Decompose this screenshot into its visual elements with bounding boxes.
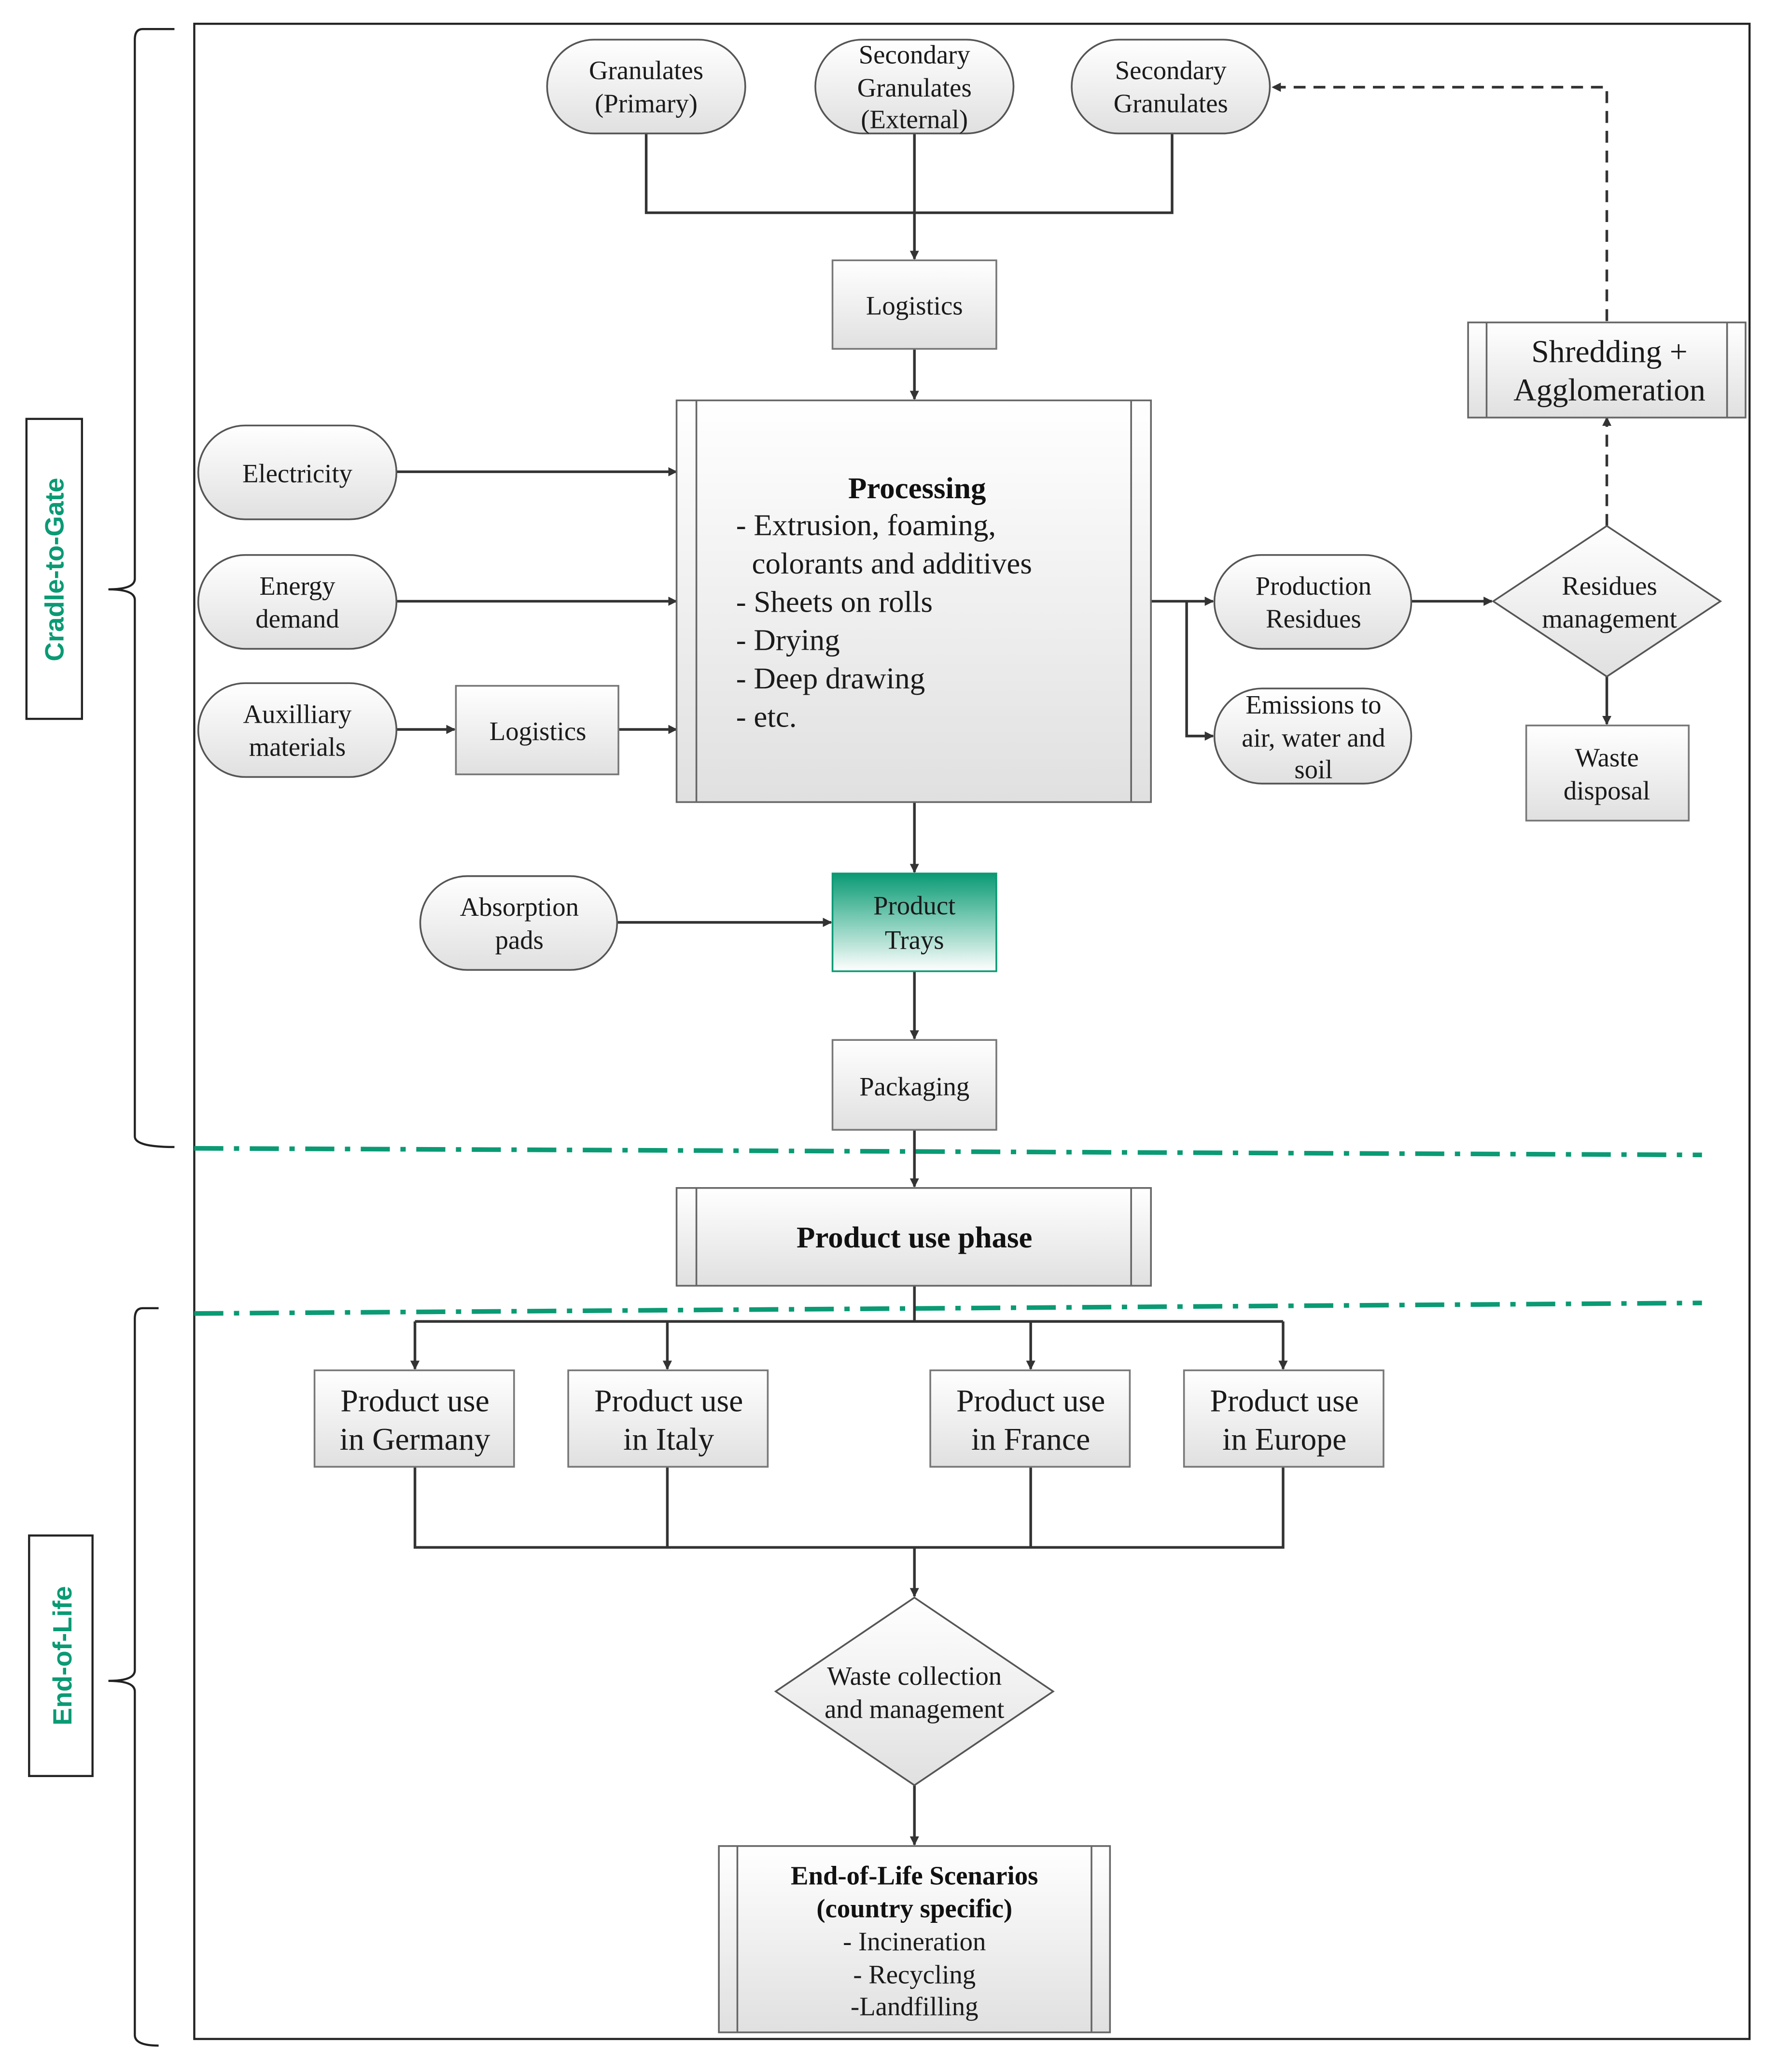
svg-text:- Drying: - Drying <box>736 623 840 657</box>
svg-text:Product use: Product use <box>1210 1383 1359 1418</box>
cradle-to-gate-label: Cradle-to-Gate <box>25 418 83 720</box>
svg-text:- Deep drawing: - Deep drawing <box>736 661 925 695</box>
electricity-node: Electricity <box>197 424 398 520</box>
diagram-frame <box>193 23 1751 2040</box>
svg-text:Absorption: Absorption <box>460 892 579 922</box>
svg-text:Energy: Energy <box>259 571 336 601</box>
svg-text:Waste: Waste <box>1575 743 1638 772</box>
svg-text:Product use: Product use <box>340 1383 489 1418</box>
svg-text:Shredding +: Shredding + <box>1531 334 1688 369</box>
processing-box: Processing - Extrusion, foaming, coloran… <box>675 399 1152 803</box>
svg-text:Trays: Trays <box>885 925 944 954</box>
svg-text:Secondary: Secondary <box>859 40 971 69</box>
svg-text:soil: soil <box>1294 755 1332 784</box>
svg-text:materials: materials <box>249 732 346 762</box>
granulates-primary-node: Granulates (Primary) <box>546 39 746 135</box>
svg-text:pads: pads <box>495 925 544 954</box>
product-use-phase-box: Product use phase <box>675 1187 1152 1287</box>
product-use-europe-box: Product use in Europe <box>1183 1369 1384 1468</box>
logistics-aux-box: Logistics <box>455 685 619 775</box>
emissions-node: Emissions to air, water and soil <box>1213 687 1412 784</box>
svg-text:in Italy: in Italy <box>623 1422 714 1457</box>
end-of-life-scenarios-box: End-of-Life Scenarios (country specific)… <box>718 1845 1111 2033</box>
product-trays-box: Product Trays <box>831 872 997 972</box>
product-use-germany-box: Product use in Germany <box>313 1369 515 1468</box>
svg-text:Granulates: Granulates <box>1114 89 1228 118</box>
svg-text:Product use: Product use <box>594 1383 743 1418</box>
svg-text:- Extrusion, foaming,: - Extrusion, foaming, <box>736 508 996 542</box>
svg-text:Residues: Residues <box>1562 571 1657 601</box>
svg-text:- etc.: - etc. <box>736 700 797 733</box>
production-residues-node: Production Residues <box>1213 554 1412 650</box>
svg-text:-Landfilling: -Landfilling <box>851 1991 978 2021</box>
svg-text:Secondary: Secondary <box>1115 56 1227 85</box>
cradle-gate-separator <box>194 1146 1702 1158</box>
svg-text:Processing: Processing <box>848 471 986 505</box>
energy-demand-node: Energy demand <box>197 554 398 650</box>
packaging-box: Packaging <box>831 1039 997 1131</box>
svg-text:Granulates: Granulates <box>857 73 972 102</box>
svg-text:Agglomeration: Agglomeration <box>1513 372 1706 407</box>
svg-text:Emissions to: Emissions to <box>1245 690 1381 719</box>
svg-text:demand: demand <box>255 604 339 633</box>
svg-text:Auxilliary: Auxilliary <box>243 699 352 728</box>
svg-text:in Europe: in Europe <box>1222 1422 1346 1457</box>
secondary-granulates-external-node: Secondary Granulates (External) <box>814 39 1015 135</box>
svg-text:Logistics: Logistics <box>866 291 963 320</box>
product-use-france-box: Product use in France <box>929 1369 1131 1468</box>
svg-text:Waste collection: Waste collection <box>827 1661 1002 1691</box>
svg-text:Packaging: Packaging <box>859 1072 969 1101</box>
svg-text:- Sheets on rolls: - Sheets on rolls <box>736 585 933 618</box>
svg-text:air, water and: air, water and <box>1242 723 1385 753</box>
svg-text:colorants and additives: colorants and additives <box>752 546 1032 580</box>
svg-text:- Recycling: - Recycling <box>853 1960 976 1989</box>
svg-text:Product use: Product use <box>956 1383 1105 1418</box>
svg-text:in France: in France <box>971 1422 1090 1457</box>
residues-management-decision: Residues management <box>1491 525 1722 678</box>
svg-text:Logistics: Logistics <box>489 716 587 746</box>
auxilliary-materials-node: Auxilliary materials <box>197 682 398 778</box>
svg-text:(Primary): (Primary) <box>595 89 698 118</box>
svg-text:disposal: disposal <box>1564 776 1650 805</box>
end-of-life-label: End-of-Life <box>28 1534 94 1778</box>
svg-text:End-of-Life Scenarios: End-of-Life Scenarios <box>791 1861 1038 1890</box>
secondary-granulates-node: Secondary Granulates <box>1071 39 1271 135</box>
svg-text:- Incineration: - Incineration <box>843 1927 986 1956</box>
svg-text:Product: Product <box>873 891 955 920</box>
svg-text:Electricity: Electricity <box>242 459 353 488</box>
svg-text:Product use phase: Product use phase <box>797 1220 1032 1254</box>
svg-text:in Germany: in Germany <box>340 1422 490 1457</box>
svg-text:management: management <box>1542 604 1677 633</box>
waste-collection-decision: Waste collection and management <box>774 1596 1055 1787</box>
svg-text:(External): (External) <box>861 105 968 134</box>
product-use-italy-box: Product use in Italy <box>567 1369 769 1468</box>
connectors <box>396 83 1612 1846</box>
svg-text:End-of-Life: End-of-Life <box>47 1586 77 1725</box>
cradle-to-gate-brace <box>108 28 175 1148</box>
absorption-pads-node: Absorption pads <box>419 875 618 971</box>
svg-text:Cradle-to-Gate: Cradle-to-Gate <box>39 478 69 661</box>
svg-text:Granulates: Granulates <box>589 56 703 85</box>
logistics-top-box: Logistics <box>831 259 997 350</box>
waste-disposal-box: Waste disposal <box>1525 724 1690 822</box>
end-of-life-brace <box>108 1307 159 2047</box>
shredding-agglomeration-box: Shredding + Agglomeration <box>1467 322 1747 419</box>
svg-text:and management: and management <box>825 1694 1004 1723</box>
end-of-life-separator <box>194 1301 1702 1316</box>
svg-text:(country specific): (country specific) <box>816 1894 1012 1923</box>
svg-text:Production: Production <box>1256 571 1371 601</box>
svg-text:Residues: Residues <box>1266 604 1361 633</box>
